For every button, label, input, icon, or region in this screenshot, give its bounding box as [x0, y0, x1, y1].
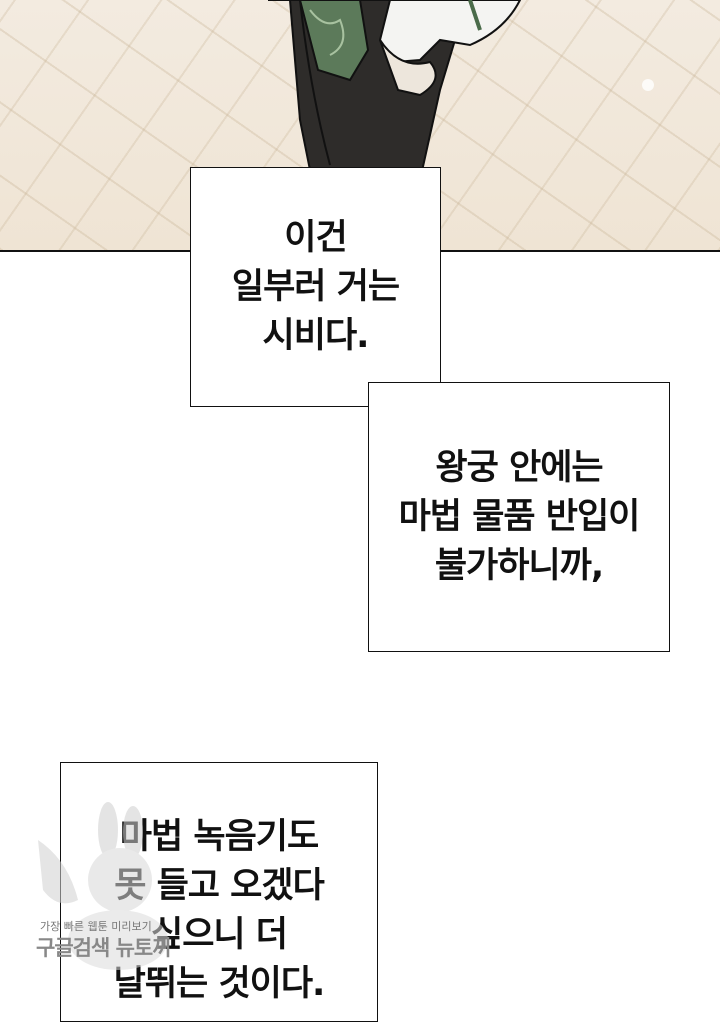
speech-line: 날뛰는 것이다.	[113, 964, 326, 1004]
speech-line: 마법 물품 반입이	[398, 496, 641, 537]
watermark-big-text: 구글검색 뉴토끼	[36, 936, 172, 960]
speech-line: 불가하니까,	[434, 545, 604, 586]
speech-line: 싶으니 더	[151, 915, 288, 955]
speech-line: 마법 녹음기도	[119, 817, 319, 857]
speech-box-3: 마법 녹음기도 못 들고 오겠다 싶으니 더 날뛰는 것이다.	[60, 762, 378, 1022]
speech-box-1: 이건 일부러 거는 시비다.	[190, 167, 441, 407]
speech-line: 일부러 거는	[231, 266, 400, 307]
speech-box-2: 왕궁 안에는 마법 물품 반입이 불가하니까,	[368, 382, 670, 652]
speech-line: 시비다.	[262, 315, 370, 356]
speech-line: 왕궁 안에는	[435, 447, 603, 488]
watermark-small-text: 가장 빠른 웹툰 미리보기	[40, 920, 152, 933]
speech-line: 못 들고 오겠다	[114, 866, 325, 906]
speech-line: 이건	[284, 217, 347, 258]
